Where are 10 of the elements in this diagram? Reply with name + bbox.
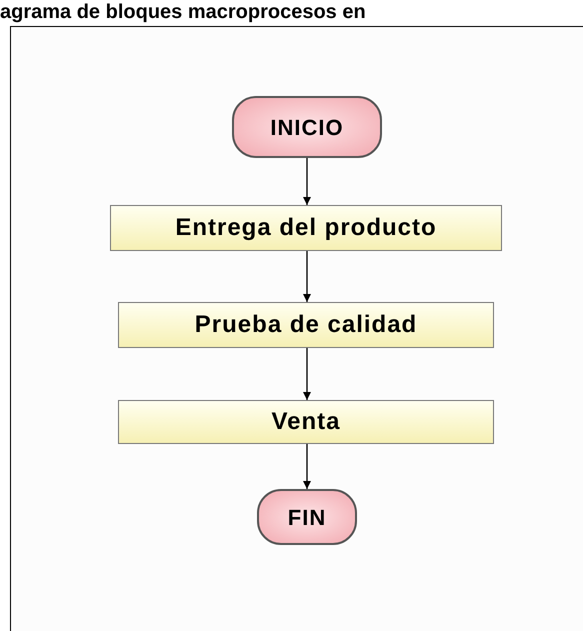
arrow: [303, 444, 311, 489]
terminal-shape: FIN: [257, 489, 357, 545]
process-box: Venta: [118, 400, 494, 444]
terminal-shape: INICIO: [232, 96, 382, 158]
process-box: Entrega del producto: [110, 205, 502, 251]
arrow: [303, 158, 311, 205]
arrow: [303, 251, 311, 302]
title: agrama de bloques macroprocesos en: [0, 1, 366, 23]
process-box: Prueba de calidad: [118, 302, 494, 348]
arrow: [303, 348, 311, 400]
